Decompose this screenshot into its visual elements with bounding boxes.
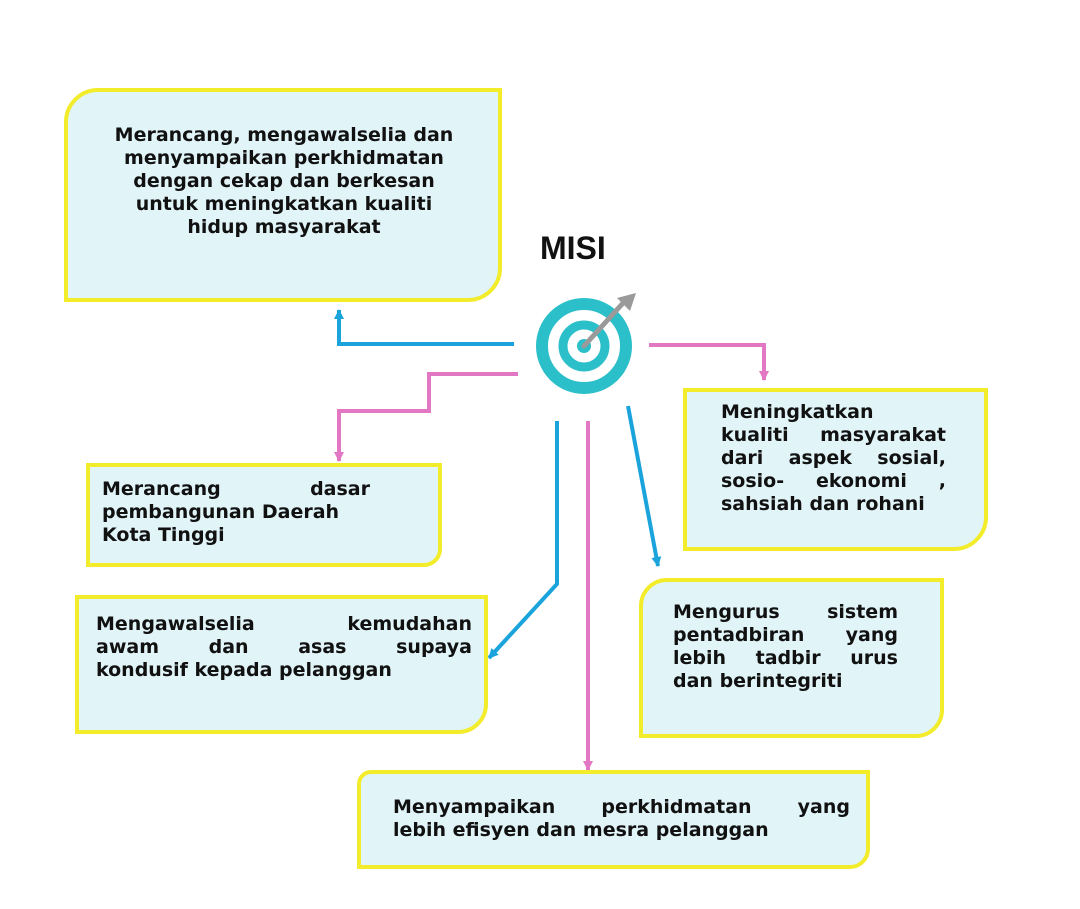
connector-to-mission-2 [334,372,518,462]
mission-text-line: dengan cekap dan berkesan [133,170,435,192]
mission-text-line: pembangunan Daerah [102,501,340,523]
mission-text-line: pentadbiran yang [673,624,898,646]
connector-to-mission-3 [487,421,559,660]
mission-text-line: hidup masyarakat [187,216,381,238]
mission-text-line: lebih tadbir urus [673,647,898,669]
mission-text-line: Mengurus sistem [673,601,898,623]
mission-text-line: Meningkatkan [721,401,874,423]
mission-text-line: Merancang, mengawalselia dan [114,124,454,146]
diagram-title: MISI [540,230,606,266]
mission-card-5: Mengurus sistem pentadbiran yang lebih t… [639,578,944,738]
mission-text-line: dan berintegriti [673,670,843,692]
mission-card-6: Menyampaikan perkhidmatan yang lebih efi… [357,770,870,869]
mission-text-line: kondusif kepada pelanggan [96,659,392,681]
connector-to-mission-5 [626,405,662,567]
mission-text-line: menyampaikan perkhidmatan [124,147,444,169]
mission-text-line: Merancang dasar [102,478,370,500]
mission-card-2: Merancang dasar pembangunan Daerah Kota … [86,463,442,567]
mission-text-line: sahsiah dan rohani [721,493,925,515]
mission-text-line: lebih efisyen dan mesra pelanggan [393,819,769,841]
mission-text-line: awam dan asas supaya [96,636,472,658]
mission-card-3: Mengawalselia kemudahan awam dan asas su… [75,595,488,734]
mission-text-line: Kota Tinggi [102,524,225,546]
mission-text-line: Menyampaikan perkhidmatan yang [393,796,850,818]
mission-text-line: dari aspek sosial, [721,447,946,469]
mission-card-4: Meningkatkan kualiti masyarakat dari asp… [683,388,988,551]
connector-to-mission-1 [334,309,514,346]
mission-text-line: untuk meningkatkan kualiti [135,193,433,215]
mission-text-line: Mengawalselia kemudahan [96,613,472,635]
mission-card-1: Merancang, mengawalselia dan menyampaika… [64,88,502,302]
mission-text-line: kualiti masyarakat [721,424,946,446]
mission-text-line: sosio- ekonomi , [721,470,946,492]
connector-to-mission-4 [649,343,769,381]
